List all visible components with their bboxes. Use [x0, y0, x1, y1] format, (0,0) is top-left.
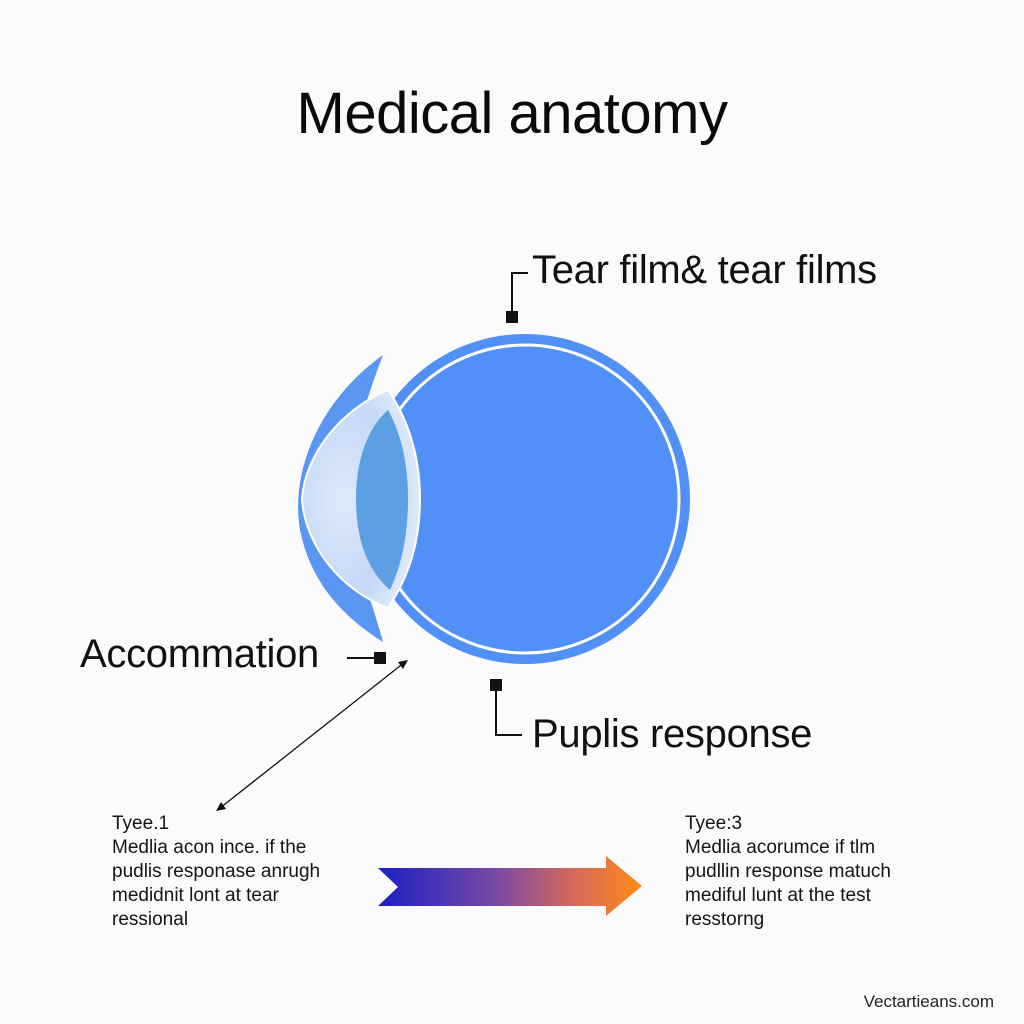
footer-credit: Vectartieans.com [863, 992, 994, 1011]
bottom-marker [490, 679, 502, 691]
note-left-line: medidnit lont at tear [112, 885, 279, 906]
note-left-type: Tyee.1 [112, 813, 170, 834]
note-right-line: resstorng [685, 909, 765, 930]
note-right: Tyee:3 Medlia acorumce if tlm pudllin re… [685, 812, 891, 932]
top-leader-line [511, 272, 528, 318]
diagonal-arrowhead-top [398, 660, 408, 669]
eyeball [360, 334, 690, 664]
note-right-type: Tyee:3 [685, 813, 743, 834]
note-right-line: mediful lunt at the test [685, 885, 871, 906]
page-title: Medical anatomy [296, 81, 728, 146]
left-marker [374, 652, 386, 664]
note-left-line: pudlis responase anrugh [112, 861, 321, 882]
bottom-leader-line [495, 690, 522, 736]
tear-film-label: Tear film& tear films [532, 248, 877, 292]
diagonal-pointer-line [219, 661, 406, 809]
top-marker [506, 311, 518, 323]
lens-core [356, 410, 408, 590]
accommodation-label: Accommation [80, 632, 320, 676]
note-left-line: ressional [112, 909, 189, 930]
note-right-line: pudllin response matuch [685, 861, 891, 882]
note-left-line: Medlia acon ince. if the [112, 837, 307, 858]
gradient-arrow [378, 856, 642, 916]
pupil-response-label: Puplis response [532, 712, 813, 756]
diagonal-arrowhead-bottom [216, 802, 226, 811]
note-right-line: Medlia acorumce if tlm [685, 837, 876, 858]
note-left: Tyee.1 Medlia acon ince. if the pudlis r… [112, 812, 320, 932]
